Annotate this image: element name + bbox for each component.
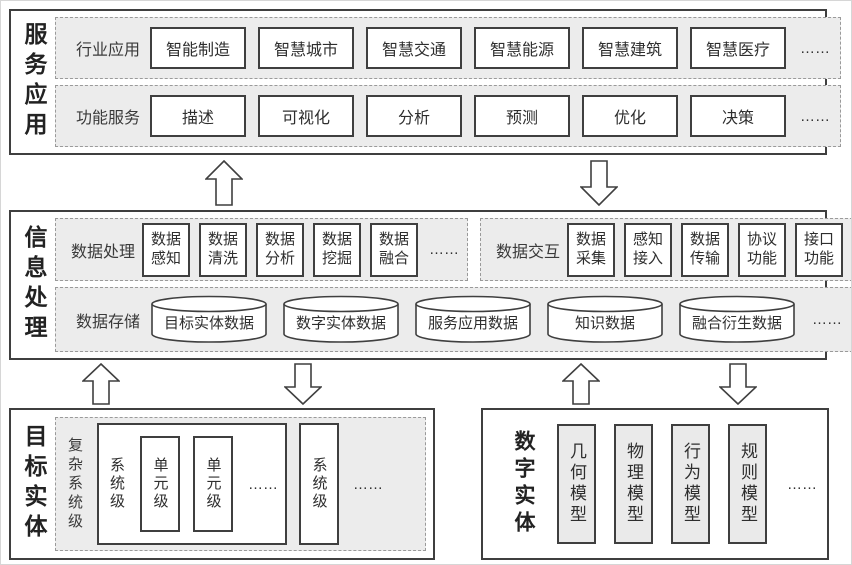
- function-service-box: 可视化: [258, 95, 354, 137]
- info-layer-title: 信息处理: [21, 225, 46, 345]
- ellipsis: ……: [429, 241, 459, 258]
- function-service-box: 描述: [150, 95, 246, 137]
- info-top-row: 数据处理 数据感知 数据清洗 数据分析 数据挖掘 数据融合 …… 数据交互 数据…: [55, 218, 851, 281]
- unit-level-text: 单元级: [151, 457, 169, 511]
- data-interaction-box: 数据采集: [567, 222, 615, 277]
- storage-cylinder: 服务应用数据: [414, 295, 532, 345]
- target-entity-layer: 目标实体 复杂系统级 系统级 单元级 单元级 …… 系统级 ……: [9, 408, 435, 560]
- data-processing-group: 数据处理 数据感知 数据清洗 数据分析 数据挖掘 数据融合 ……: [55, 218, 468, 281]
- ellipsis: ……: [787, 475, 817, 493]
- industry-application-label: 行业应用: [75, 42, 140, 59]
- system-level-block: 系统级 单元级 单元级 ……: [97, 423, 287, 545]
- data-interaction-group: 数据交互 数据采集 感知接入 数据传输 协议功能 接口功能 ……: [480, 218, 851, 281]
- database-cylinder-icon: [547, 295, 663, 343]
- industry-app-box: 智慧城市: [258, 27, 354, 69]
- down-arrow-icon: [580, 160, 618, 206]
- data-interaction-label: 数据交互: [495, 243, 560, 261]
- digital-layer-title: 数字实体: [512, 430, 536, 538]
- storage-cylinder-label: 融合衍生数据: [691, 314, 782, 332]
- function-service-items: 描述 可视化 分析 预测 优化 决策 ……: [150, 95, 830, 137]
- database-cylinder-icon: [283, 295, 399, 343]
- down-arrow-icon: [284, 363, 322, 405]
- complex-system-label: 复杂系统级: [66, 436, 83, 532]
- industry-app-box: 智慧能源: [474, 27, 570, 69]
- database-cylinder-icon: [679, 295, 795, 343]
- ellipsis: ……: [800, 107, 830, 125]
- system-level-text: 系统级: [310, 457, 328, 511]
- ellipsis: ……: [248, 475, 278, 493]
- data-processing-box: 数据融合: [370, 222, 418, 277]
- storage-cylinder: 知识数据: [546, 295, 664, 345]
- model-box: 规则模型: [728, 424, 767, 544]
- ellipsis: ……: [812, 311, 842, 328]
- data-interaction-items: 数据采集 感知接入 数据传输 协议功能 接口功能 ……: [567, 222, 851, 277]
- industry-application-group: 行业应用 智能制造 智慧城市 智慧交通 智慧能源 智慧建筑 智慧医疗 ……: [55, 17, 841, 79]
- model-box: 行为模型: [671, 424, 710, 544]
- data-storage-group: 数据存储 目标实体数据 数字实体数据: [55, 287, 851, 352]
- industry-app-box: 智慧医疗: [690, 27, 786, 69]
- target-layer-title: 目标实体: [21, 424, 46, 544]
- info-content: 数据处理 数据感知 数据清洗 数据分析 数据挖掘 数据融合 …… 数据交互 数据…: [55, 212, 851, 358]
- digital-entity-layer: 数字实体 几何模型 物理模型 行为模型 规则模型 ……: [481, 408, 829, 560]
- data-processing-box: 数据清洗: [199, 222, 247, 277]
- information-processing-layer: 信息处理 数据处理 数据感知 数据清洗 数据分析 数据挖掘 数据融合 …… 数据…: [9, 210, 851, 360]
- model-box: 物理模型: [614, 424, 653, 544]
- function-service-box: 优化: [582, 95, 678, 137]
- storage-cylinder: 融合衍生数据: [678, 295, 796, 345]
- storage-cylinder-label: 服务应用数据: [427, 314, 518, 332]
- system-level-text: 系统级: [108, 457, 125, 511]
- function-service-box: 决策: [690, 95, 786, 137]
- database-cylinder-icon: [151, 295, 267, 343]
- model-box-text: 物理模型: [624, 442, 643, 526]
- storage-cylinder: 数字实体数据: [282, 295, 400, 345]
- industry-app-box: 智能制造: [150, 27, 246, 69]
- storage-cylinder: 目标实体数据: [150, 295, 268, 345]
- up-arrow-icon: [82, 363, 120, 405]
- target-layer-label-column: 目标实体: [11, 410, 55, 558]
- storage-cylinder-label: 数字实体数据: [295, 314, 386, 332]
- down-arrow-icon: [719, 363, 757, 405]
- service-rows: 行业应用 智能制造 智慧城市 智慧交通 智慧能源 智慧建筑 智慧医疗 …… 功能…: [55, 11, 849, 153]
- ellipsis: ……: [353, 475, 383, 493]
- function-service-box: 分析: [366, 95, 462, 137]
- data-processing-label: 数据处理: [70, 243, 135, 261]
- data-processing-box: 数据挖掘: [313, 222, 361, 277]
- service-layer-label-column: 服务应用: [11, 11, 55, 153]
- unit-level-box: 单元级: [193, 436, 233, 532]
- industry-app-box: 智慧交通: [366, 27, 462, 69]
- industry-app-box: 智慧建筑: [582, 27, 678, 69]
- unit-level-text: 单元级: [204, 457, 222, 511]
- service-application-layer: 服务应用 行业应用 智能制造 智慧城市 智慧交通 智慧能源 智慧建筑 智慧医疗 …: [9, 9, 841, 155]
- data-processing-box: 数据分析: [256, 222, 304, 277]
- complex-system-group: 复杂系统级 系统级 单元级 单元级 …… 系统级 ……: [55, 417, 426, 551]
- up-arrow-icon: [205, 160, 243, 206]
- data-interaction-box: 感知接入: [624, 222, 672, 277]
- up-arrow-icon: [562, 363, 600, 405]
- storage-cylinder-label: 知识数据: [574, 314, 635, 332]
- model-box: 几何模型: [557, 424, 596, 544]
- system-level-box: 系统级: [299, 423, 339, 545]
- unit-level-box: 单元级: [140, 436, 180, 532]
- data-processing-items: 数据感知 数据清洗 数据分析 数据挖掘 数据融合 ……: [142, 222, 459, 277]
- model-box-text: 行为模型: [681, 442, 700, 526]
- data-interaction-box: 协议功能: [738, 222, 786, 277]
- function-service-label: 功能服务: [75, 110, 140, 127]
- storage-cylinder-label: 目标实体数据: [163, 314, 254, 332]
- industry-application-items: 智能制造 智慧城市 智慧交通 智慧能源 智慧建筑 智慧医疗 ……: [150, 27, 830, 69]
- data-interaction-box: 数据传输: [681, 222, 729, 277]
- model-box-text: 几何模型: [567, 442, 586, 526]
- info-layer-label-column: 信息处理: [11, 212, 55, 358]
- data-storage-label: 数据存储: [75, 313, 140, 331]
- service-layer-title: 服务应用: [21, 22, 46, 142]
- ellipsis: ……: [800, 39, 830, 57]
- model-box-text: 规则模型: [738, 442, 757, 526]
- data-interaction-box: 接口功能: [795, 222, 843, 277]
- database-cylinder-icon: [415, 295, 531, 343]
- function-service-group: 功能服务 描述 可视化 分析 预测 优化 决策 ……: [55, 85, 841, 147]
- data-processing-box: 数据感知: [142, 222, 190, 277]
- data-storage-items: 目标实体数据 数字实体数据 服务应用数据: [150, 295, 851, 345]
- function-service-box: 预测: [474, 95, 570, 137]
